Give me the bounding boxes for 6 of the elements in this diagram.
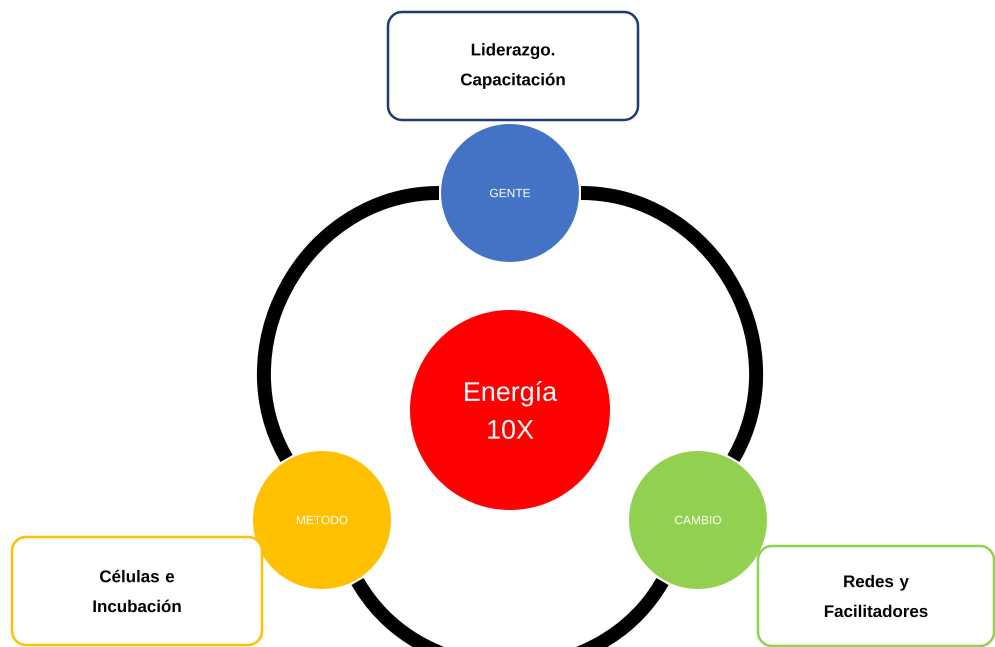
- text-box: Liderazgo. Capacitación: [386, 10, 640, 122]
- text-box: Redes y Facilitadores: [756, 544, 995, 647]
- ring-arc: [257, 186, 440, 462]
- ring-arc: [580, 186, 763, 462]
- text-box: Células e Incubación: [10, 536, 264, 646]
- ring-arc: [352, 577, 668, 647]
